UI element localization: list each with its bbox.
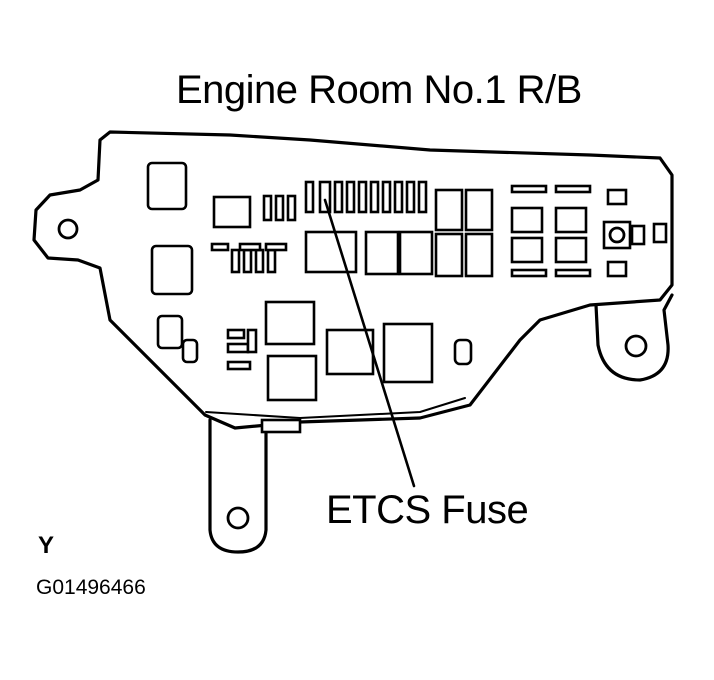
right-side-tab [652,222,668,244]
right-bracket [594,293,674,382]
fuse-slot [510,206,544,234]
fuse-slot [238,242,262,252]
fuse-slot [606,260,628,278]
fuse-slot [630,224,646,246]
fuse-slot [226,360,252,371]
fuse-slot [554,268,592,278]
mini-fuse [246,328,258,354]
relay-socket [434,188,464,232]
etcs-fuse-label: ETCS Fuse [326,488,529,532]
relay-socket [266,354,318,402]
fuse-slot [554,184,592,194]
mini-fuse [345,180,356,214]
fuse-slot [226,328,246,340]
mini-fuse [393,180,404,214]
bottom-bracket [208,418,268,554]
fuse-slot [510,268,548,278]
fuse-slot [554,206,588,234]
mini-fuse [274,194,285,222]
relay-socket [212,195,252,229]
relay-socket [156,314,184,350]
fuse-slot [210,242,230,252]
stud-terminal-bolt [608,226,626,244]
relay-socket [364,230,400,276]
relay-socket [434,232,464,278]
relay-socket [181,338,199,364]
mini-fuse [333,180,344,214]
mini-fuse [230,248,241,274]
mini-fuse [369,180,380,214]
fuse-slot [554,236,588,264]
mini-fuse [266,248,277,274]
relay-socket [325,328,375,376]
bottom-bracket-hole [226,506,250,530]
relay-socket [150,244,194,296]
mini-fuse [262,194,273,222]
diagram-title: Engine Room No.1 R/B [176,68,582,112]
fuse-slot [264,242,288,252]
mini-fuse [254,248,265,274]
fuse-slot [226,342,250,354]
fuse-slot [510,184,548,194]
relay-socket [264,300,316,346]
relay-block-housing [32,130,674,430]
relay-socket [146,161,188,211]
right-bracket-hole [624,334,648,358]
housing-inner-edge [205,397,466,419]
bottom-tab [260,418,302,434]
figure-id: G01496466 [36,576,146,599]
view-label: Y [38,532,55,559]
mini-fuse [357,180,368,214]
mini-fuse [405,180,416,214]
mini-fuse [242,248,253,274]
relay-socket [464,188,494,232]
mini-fuse [381,180,392,214]
fuse-slot [510,236,544,264]
relay-socket [398,230,434,276]
relay-socket [453,338,473,366]
etcs-fuse [318,180,332,214]
left-mount-hole [57,218,79,240]
fuse-slot [606,188,628,206]
etcs-callout-leader [323,198,416,488]
mini-fuse [417,180,428,214]
relay-socket [464,232,494,278]
relay-socket [382,322,434,384]
mini-fuse [304,180,315,214]
relay-socket [304,230,358,274]
mini-fuse [286,194,297,222]
